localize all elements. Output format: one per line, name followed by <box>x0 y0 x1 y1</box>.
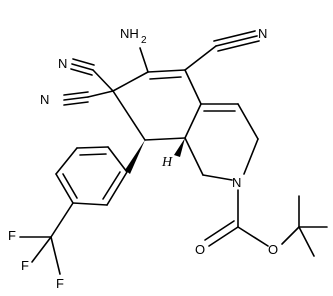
carbonyl-oxygen-label: O <box>195 242 205 257</box>
bond-c5-cn-top <box>184 45 217 71</box>
aryl-bond-1 <box>107 146 128 173</box>
bond-carbonyl-o-double-b <box>204 220 235 241</box>
core-bonds <box>112 69 259 181</box>
bond-c7-c6 <box>112 71 149 92</box>
aryl-bond-6 <box>106 171 128 206</box>
bond-cn-low-t3 <box>63 101 89 106</box>
aryl-bond-2 <box>76 146 109 149</box>
bond-cf3-f-bottom <box>50 236 61 275</box>
nitrile-n-lower-left: N <box>40 92 49 107</box>
bond-c6-c5 <box>147 69 186 73</box>
wedge-c8-aryl <box>125 140 145 174</box>
bond-cf3-f-left <box>31 236 52 263</box>
nitrile-n-upper-left: N <box>58 56 67 71</box>
bond-c3-n2 <box>243 138 259 175</box>
bond-o-tbu <box>281 226 300 245</box>
bond-c4-c3 <box>237 103 259 140</box>
bond-cn-low-t1 <box>63 96 89 101</box>
fluorine-left-label: F <box>21 258 29 273</box>
aryl-bond-4 <box>55 173 74 204</box>
substituent-bonds <box>63 30 260 106</box>
stereo-hydrogen-label: H <box>161 155 173 170</box>
bond-cn-top-t2 <box>213 30 256 42</box>
fluorine-top-label: F <box>8 228 16 243</box>
bond-cn-up-t3 <box>70 68 93 76</box>
bond-c7-cn-low <box>87 90 114 98</box>
bond-cn-up-t2 <box>72 58 95 66</box>
aryl-bond-3 <box>55 147 78 175</box>
bond-carbonyl-o-double-a <box>208 226 239 247</box>
aryl-bond-4-inner <box>62 173 78 199</box>
bond-c8-c7 <box>112 90 146 141</box>
bond-cn-top-t1 <box>215 35 258 47</box>
ring-nitrogen-label: N <box>232 175 241 190</box>
bond-cn-up-t1 <box>71 63 94 71</box>
boc-group <box>204 189 328 257</box>
wedge-c8a-h <box>174 138 185 157</box>
bond-aryl-cf3 <box>50 202 74 238</box>
bond-c1-c8a <box>184 137 204 176</box>
aryl-bond-2-inner <box>79 153 107 156</box>
bond-n2-c1 <box>202 174 233 181</box>
cf3-group <box>19 202 74 275</box>
fluorine-bottom-label: F <box>56 276 64 291</box>
bond-c5-c4a <box>184 69 202 105</box>
bond-tbu-me-down <box>298 226 315 257</box>
amino-subscript: 2 <box>141 35 147 46</box>
atom-labels: NH 2 N N N N H O O F F F <box>8 24 278 291</box>
aryl-bond-5 <box>72 202 108 206</box>
amino-label: NH <box>120 26 139 41</box>
bond-carbonyl-o-single <box>237 226 269 247</box>
bond-cn-top-t3 <box>217 40 260 52</box>
bond-c8a-c8 <box>144 137 186 141</box>
bond-c4a-c8a <box>184 103 202 139</box>
aryl-ring <box>55 146 128 206</box>
bond-c6-c5-double <box>149 76 182 80</box>
bond-c7-cn-up <box>92 69 114 92</box>
nitrile-n-top-right: N <box>258 26 267 41</box>
aryl-bond-6-inner <box>102 171 121 200</box>
bond-c6-nh2 <box>139 47 149 73</box>
bond-cn-low-t2 <box>63 91 89 96</box>
ester-oxygen-label: O <box>268 242 278 257</box>
